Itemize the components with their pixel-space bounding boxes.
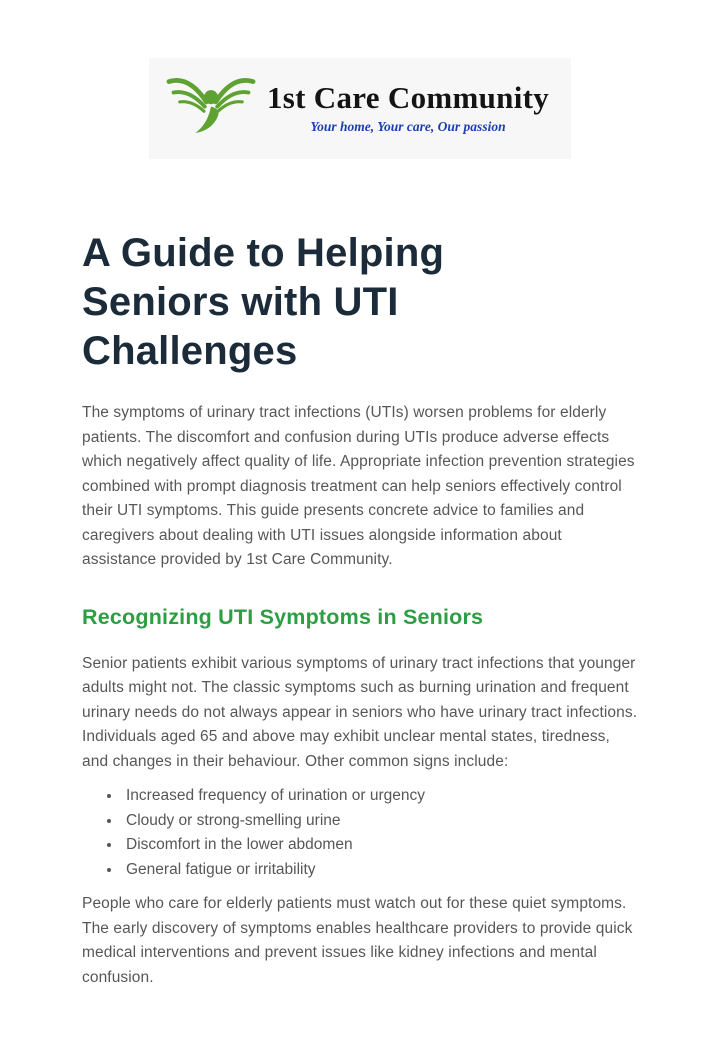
- page-title: A Guide to Helping Seniors with UTI Chal…: [82, 231, 445, 373]
- brand-logo-link[interactable]: 1st Care Community Your home, Your care,…: [148, 58, 572, 159]
- article: A Guide to Helping Seniors with UTI Chal…: [0, 229, 720, 1060]
- logo-section: 1st Care Community Your home, Your care,…: [0, 0, 720, 159]
- brand-name: 1st Care Community: [266, 80, 550, 115]
- brand-text: 1st Care Community Your home, Your care,…: [267, 80, 549, 135]
- brand-tagline: Your home, Your care, Our passion: [310, 119, 506, 134]
- list-item: Increased frequency of urination or urge…: [122, 784, 638, 808]
- list-item: General fatigue or irritability: [122, 858, 638, 882]
- section-paragraph: Senior patients exhibit various symptoms…: [82, 654, 638, 770]
- section-heading-recognizing-uti-symptoms: Recognizing UTI Symptoms in Seniors: [82, 604, 484, 629]
- list-item: Discomfort in the lower abdomen: [122, 833, 638, 857]
- list-item: Cloudy or strong-smelling urine: [122, 809, 638, 833]
- angel-wings-logo-icon: [163, 66, 259, 149]
- symptoms-list: Increased frequency of urination or urge…: [82, 784, 638, 882]
- closing-paragraph: People who care for elderly patients mus…: [82, 895, 633, 986]
- intro-paragraph: The symptoms of urinary tract infections…: [82, 404, 635, 569]
